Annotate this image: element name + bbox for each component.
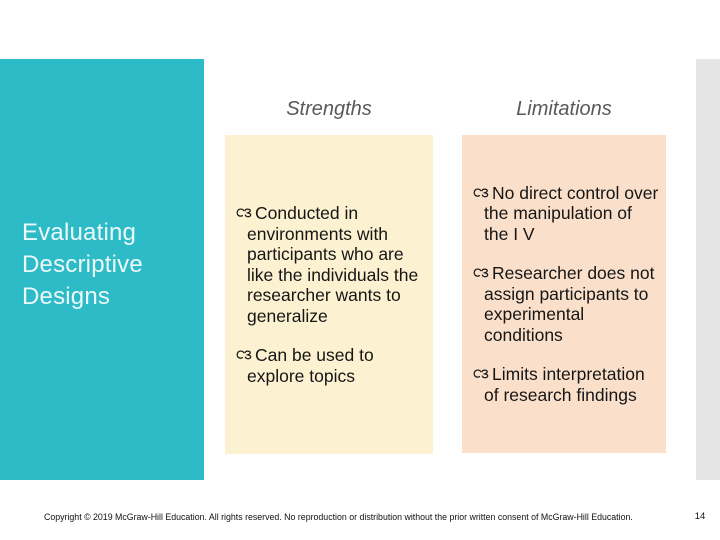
list-item: Can be used to explore topics [236, 345, 428, 386]
strengths-box: Conducted in environments with participa… [225, 135, 433, 454]
list-item: Researcher does not assign participants … [473, 263, 661, 345]
slide-title: Evaluating Descriptive Designs [22, 219, 143, 310]
bullet-text: No direct control over the manipulation … [484, 182, 659, 244]
list-item: Limits interpretation of research findin… [473, 364, 661, 405]
column-header-limitations: Limitations [516, 98, 612, 120]
swash-ornament-bullet-icon [236, 208, 253, 219]
column-header-strengths: Strengths [286, 98, 372, 120]
title-panel: Evaluating Descriptive Designs [0, 59, 204, 480]
page-number: 14 [694, 511, 706, 522]
swash-ornament-bullet-icon [473, 369, 490, 380]
swash-ornament-bullet-icon [236, 350, 253, 361]
limitations-box: No direct control over the manipulation … [462, 135, 666, 453]
bullet-text: Conducted in environments with participa… [247, 203, 419, 326]
list-item: Conducted in environments with participa… [236, 203, 428, 326]
bullet-text: Can be used to explore topics [247, 345, 374, 386]
bullet-text: Limits interpretation of research findin… [484, 364, 645, 405]
footer-copyright: Copyright © 2019 McGraw-Hill Education. … [44, 512, 633, 522]
bullet-text: Researcher does not assign participants … [484, 263, 655, 345]
strengths-bullet-list: Conducted in environments with participa… [225, 203, 433, 386]
swash-ornament-bullet-icon [473, 188, 490, 199]
right-accent-strip [696, 59, 720, 480]
limitations-bullet-list: No direct control over the manipulation … [462, 183, 666, 406]
swash-ornament-bullet-icon [473, 268, 490, 279]
list-item: No direct control over the manipulation … [473, 182, 661, 245]
